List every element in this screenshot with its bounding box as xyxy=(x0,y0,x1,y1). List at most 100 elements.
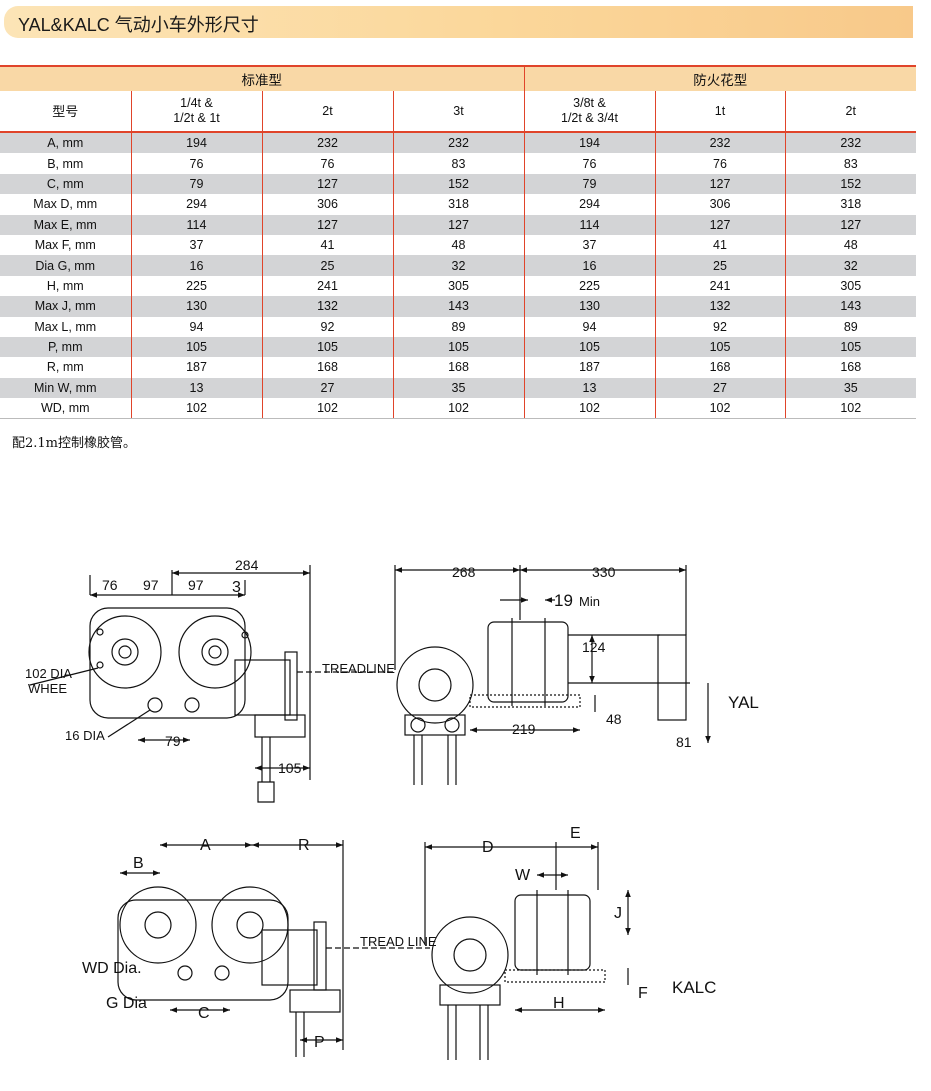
table-cell: 194 xyxy=(131,132,263,154)
table-cell: 27 xyxy=(655,377,786,399)
row-label: Max J, mm xyxy=(0,296,132,317)
label-g: G Dia xyxy=(106,995,147,1012)
dim-268: 268 xyxy=(452,564,476,580)
yal-beam-flange xyxy=(657,634,687,721)
dim-48: 48 xyxy=(606,711,622,727)
dim-a: A xyxy=(200,837,211,854)
dim-79: 79 xyxy=(165,733,181,749)
column-header-row: 型号 1/4t &1/2t & 1t 2t 3t 3/8t &1/2t & 3/… xyxy=(0,91,917,133)
column-header: 2t xyxy=(262,91,394,133)
yal-wheel xyxy=(88,615,162,689)
table-cell: 127 xyxy=(393,214,525,235)
group-sparkproof: 防火花型 xyxy=(524,65,917,91)
table-cell: 306 xyxy=(655,194,786,215)
dim-81: 81 xyxy=(676,734,692,750)
kalc-wheel xyxy=(211,886,289,964)
dim-19: 19 xyxy=(554,591,573,610)
table-cell: 102 xyxy=(131,398,263,420)
kalc-labels: B A R WD Dia. G Dia C P TREAD LINE D E W… xyxy=(82,825,716,1051)
table-cell: 16 xyxy=(131,255,263,276)
dim-min: Min xyxy=(579,594,600,609)
table-cell: 76 xyxy=(262,153,394,174)
table-cell: 16 xyxy=(524,255,656,276)
table-cell: 241 xyxy=(655,275,786,297)
yal-side-plate xyxy=(89,607,246,719)
table-cell: 130 xyxy=(131,296,263,317)
table-cell: 89 xyxy=(393,316,525,337)
dim-105: 105 xyxy=(278,760,302,776)
row-label: H, mm xyxy=(0,275,132,297)
dim-3: 3 xyxy=(232,579,241,596)
table-cell: 305 xyxy=(840,278,862,293)
dim-330: 330 xyxy=(592,564,616,580)
table-cell: 79 xyxy=(131,173,263,195)
dim-r: R xyxy=(298,837,310,854)
table-cell: 25 xyxy=(262,255,394,276)
table-cell: 32 xyxy=(393,255,525,276)
table-cell: 225 xyxy=(131,275,263,297)
table-cell: 94 xyxy=(131,316,263,337)
table-cell: 232 xyxy=(262,132,394,154)
table-cell: 194 xyxy=(524,132,656,154)
dim-e: E xyxy=(570,825,581,842)
table-cell: 130 xyxy=(524,296,656,317)
column-header: 3t xyxy=(393,91,525,133)
table-cell: 232 xyxy=(655,132,786,154)
table-cell: 294 xyxy=(131,194,263,215)
table-cell: 168 xyxy=(393,357,525,378)
group-header-row: 标准型 防火花型 xyxy=(0,65,917,91)
label-wheel: 102 DIA xyxy=(25,666,72,681)
table-cell: 114 xyxy=(524,214,656,235)
yal-front-wheel xyxy=(396,646,474,724)
row-label: WD, mm xyxy=(0,398,132,420)
table-cell: 13 xyxy=(131,377,263,399)
dim-w: W xyxy=(515,867,531,884)
yal-wheel xyxy=(178,615,252,689)
table-cell: 143 xyxy=(785,296,917,317)
yal-drawing xyxy=(29,565,711,803)
table-cell: 48 xyxy=(843,238,858,253)
table-cell: 13 xyxy=(524,377,656,399)
dim-97: 97 xyxy=(188,577,204,593)
label-wd: WD Dia. xyxy=(82,960,142,977)
dim-j: J xyxy=(614,905,622,922)
table-cell: 105 xyxy=(131,336,263,358)
row-label: Max D, mm xyxy=(0,194,132,215)
table-cell: 105 xyxy=(655,336,786,358)
table-cell: 89 xyxy=(843,319,858,334)
dim-b: B xyxy=(133,855,144,872)
table-cell: 37 xyxy=(524,234,656,256)
table-cell: 232 xyxy=(785,132,917,154)
dim-p: P xyxy=(314,1034,325,1051)
table-cell: 92 xyxy=(655,316,786,337)
table-cell: 152 xyxy=(785,173,917,195)
table-cell: 241 xyxy=(262,275,394,297)
table-cell: 102 xyxy=(393,398,525,420)
table-cell: 41 xyxy=(655,234,786,256)
dimension-table: 标准型 防火花型 型号 1/4t &1/2t & 1t 2t 3t 3/8t &… xyxy=(0,65,917,420)
column-header: 1t xyxy=(655,91,786,133)
page-title: YAL&KALC 气动小车外形尺寸 xyxy=(18,15,259,35)
note-text: 配2.1m控制橡胶管。 xyxy=(12,436,137,451)
row-label: A, mm xyxy=(0,132,132,154)
table-cell: 37 xyxy=(131,234,263,256)
table-cell: 25 xyxy=(655,255,786,276)
dim-c: C xyxy=(198,1005,210,1022)
row-label: R, mm xyxy=(0,357,132,378)
table-cell: 35 xyxy=(393,377,525,399)
kalc-trolley xyxy=(514,894,591,971)
table-cell: 41 xyxy=(262,234,394,256)
yal-labels: 284 76 97 97 3 102 DIA WHEE 16 DIA 79 10… xyxy=(25,557,759,776)
table-cell: 127 xyxy=(785,214,917,235)
row-label: B, mm xyxy=(0,153,132,174)
label-wheel: WHEE xyxy=(28,681,67,696)
row-label: Min W, mm xyxy=(0,377,132,399)
table-cell: 102 xyxy=(785,398,917,420)
